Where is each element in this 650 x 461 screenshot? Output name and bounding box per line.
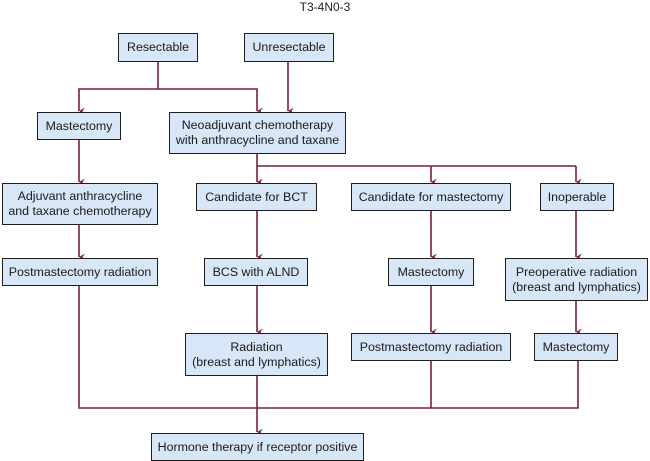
- node-postmastectomy-radiation-left: Postmastectomy radiation: [2, 258, 158, 286]
- node-bcs-with-alnd: BCS with ALND: [204, 258, 308, 286]
- node-preoperative-radiation: Preoperative radiation (breast and lymph…: [505, 258, 648, 301]
- node-inoperable: Inoperable: [540, 183, 614, 211]
- node-mastectomy-right: Mastectomy: [534, 333, 618, 361]
- node-unresectable: Unresectable: [244, 33, 334, 62]
- node-candidate-mastectomy: Candidate for mastectomy: [351, 183, 511, 211]
- node-hormone-therapy: Hormone therapy if receptor positive: [151, 433, 364, 461]
- node-mastectomy-middle: Mastectomy: [388, 258, 474, 286]
- node-neoadjuvant-chemotherapy: Neoadjuvant chemotherapy with anthracycl…: [169, 112, 346, 154]
- edge-neoadjuvant-split: [256, 153, 576, 167]
- node-radiation: Radiation (breast and lymphatics): [185, 333, 328, 376]
- node-adjuvant-chemotherapy: Adjuvant anthracycline and taxane chemot…: [2, 183, 158, 225]
- node-postmastectomy-radiation-middle: Postmastectomy radiation: [351, 333, 511, 361]
- node-mastectomy-initial: Mastectomy: [37, 112, 121, 140]
- node-candidate-bct: Candidate for BCT: [196, 183, 317, 211]
- edge-resectable-to-mastectomy: [78, 88, 158, 115]
- diagram-title: T3-4N0-3: [299, 0, 351, 14]
- edge-merge-bus: [78, 286, 579, 409]
- edge-resectable-to-neoadjuvant: [158, 88, 263, 115]
- node-resectable: Resectable: [118, 33, 198, 62]
